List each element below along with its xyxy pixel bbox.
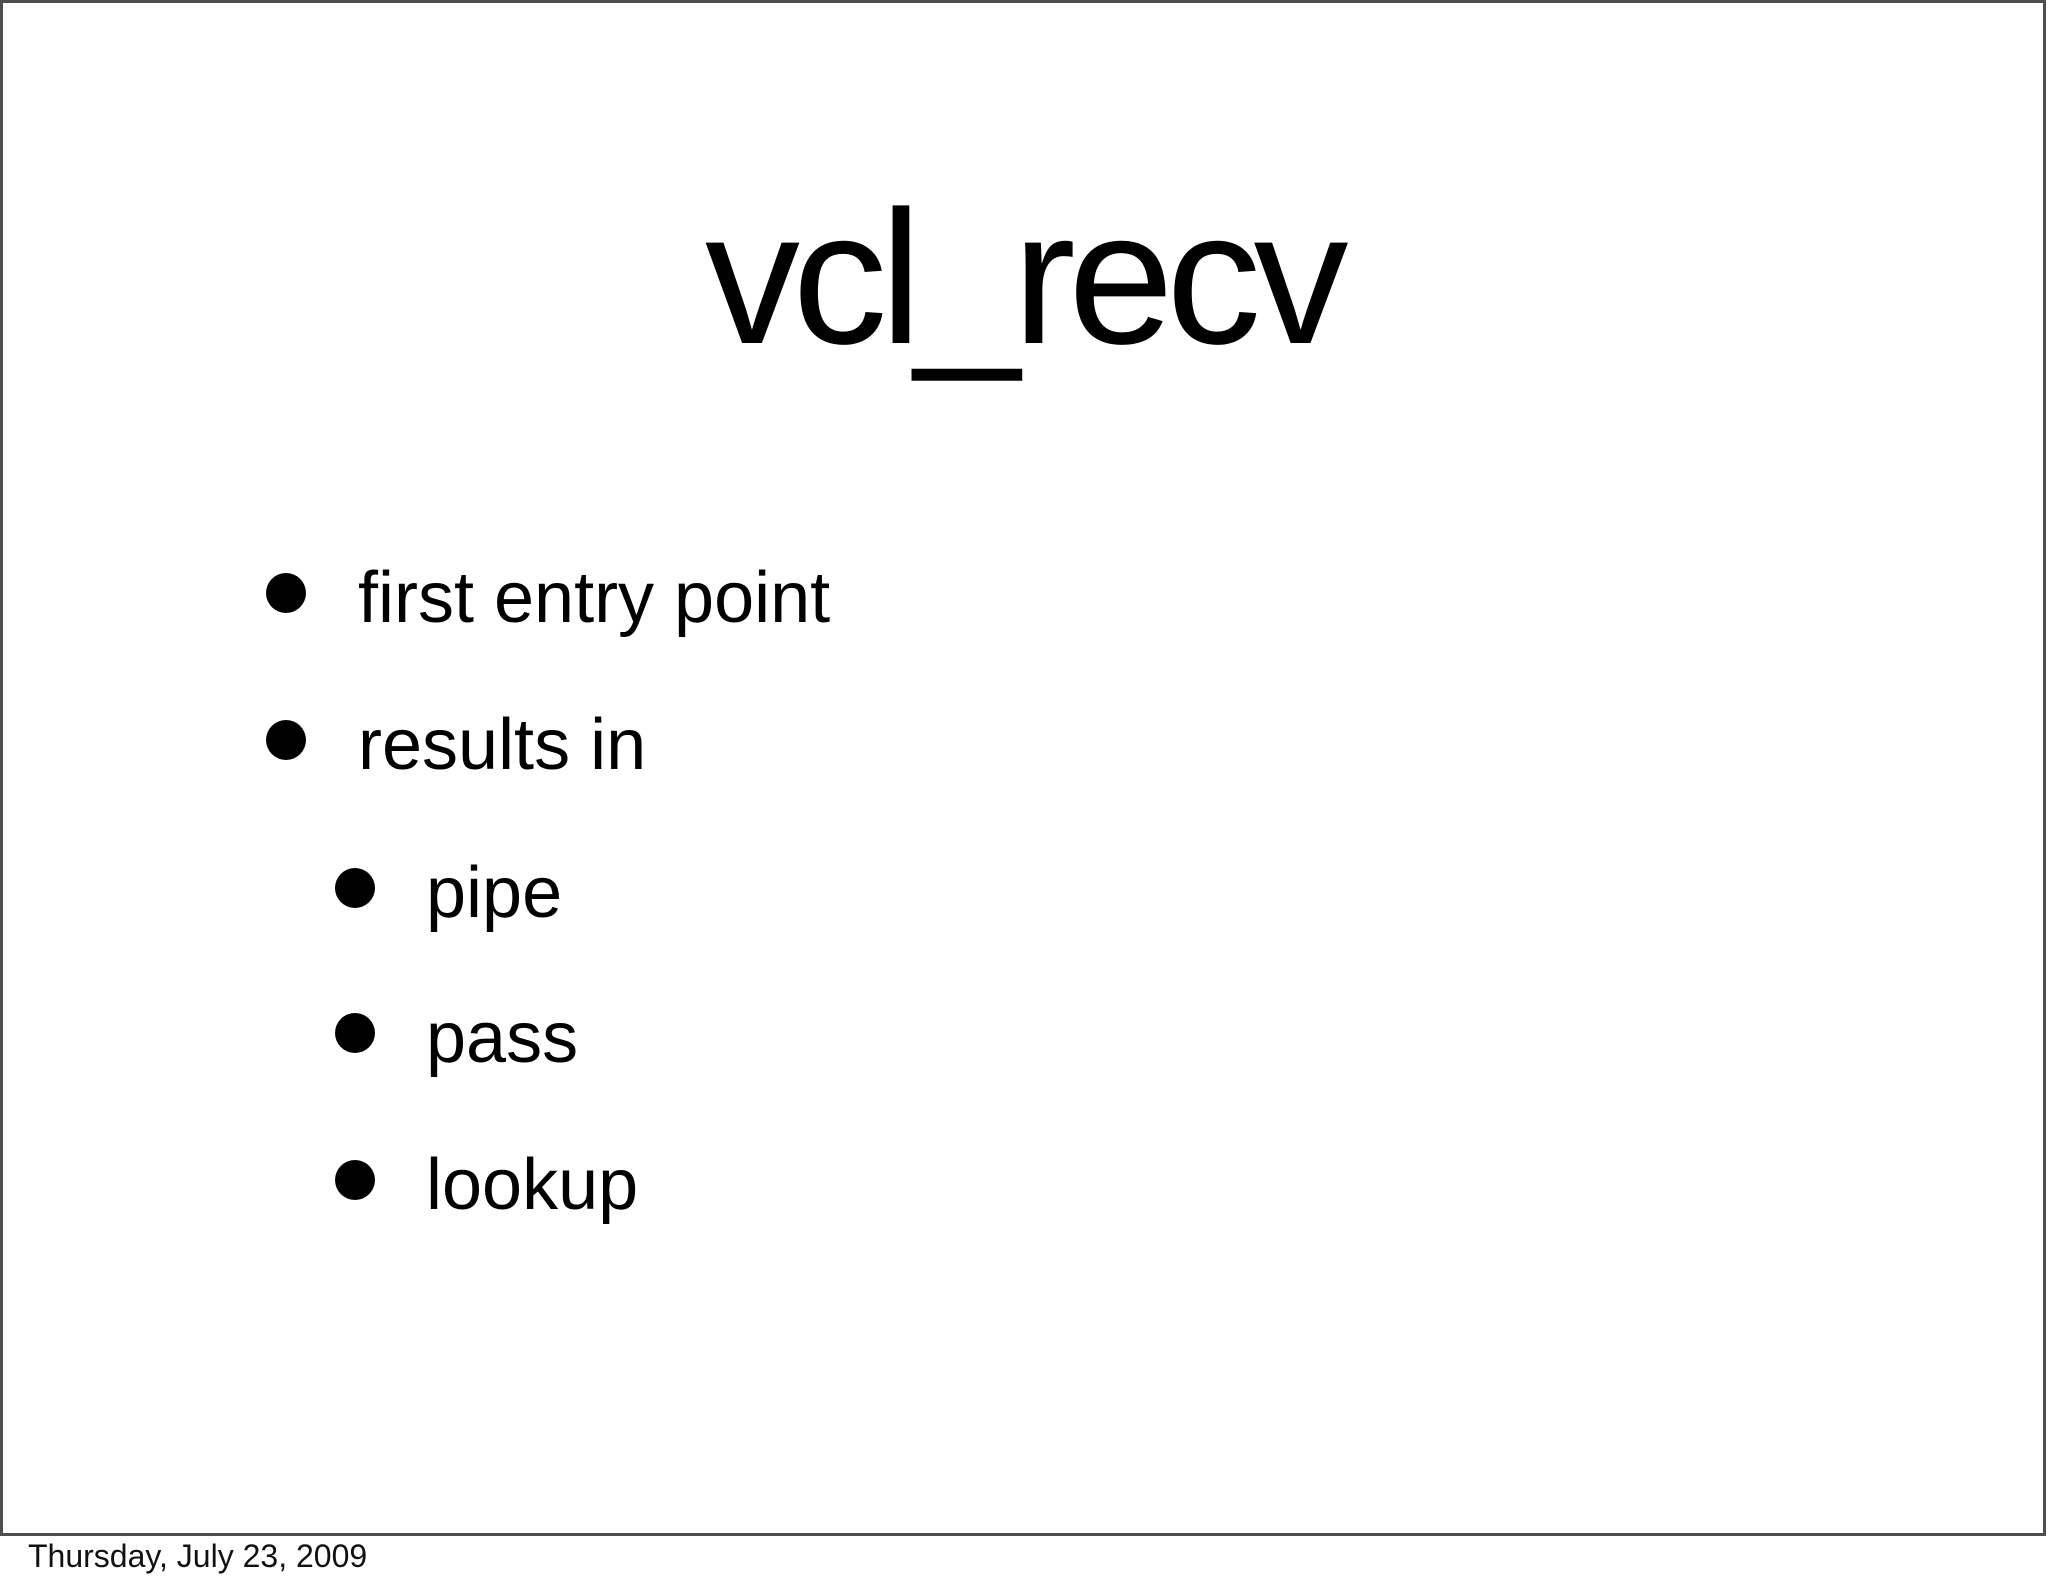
bullet-icon <box>335 868 375 908</box>
bullet-item: pipe <box>3 857 2043 947</box>
bullet-item: results in <box>3 709 2043 799</box>
slide-title: vcl_recv <box>704 172 1349 384</box>
bullet-icon <box>266 573 306 613</box>
bullet-label: results in <box>358 705 647 785</box>
bullet-icon <box>266 720 306 760</box>
bullet-label: pipe <box>426 853 563 933</box>
bullet-icon <box>335 1160 375 1200</box>
bullet-label: lookup <box>426 1145 639 1225</box>
bullet-item: lookup <box>3 1149 2043 1239</box>
bullet-label: first entry point <box>358 558 831 638</box>
bullet-label: pass <box>426 998 579 1078</box>
footer-date: Thursday, July 23, 2009 <box>28 1538 368 1574</box>
bullet-item: pass <box>3 1002 2043 1092</box>
bullet-icon <box>335 1013 375 1053</box>
bullet-item: first entry point <box>3 562 2043 652</box>
slide-frame: vcl_recv first entry point results in pi… <box>0 0 2046 1536</box>
